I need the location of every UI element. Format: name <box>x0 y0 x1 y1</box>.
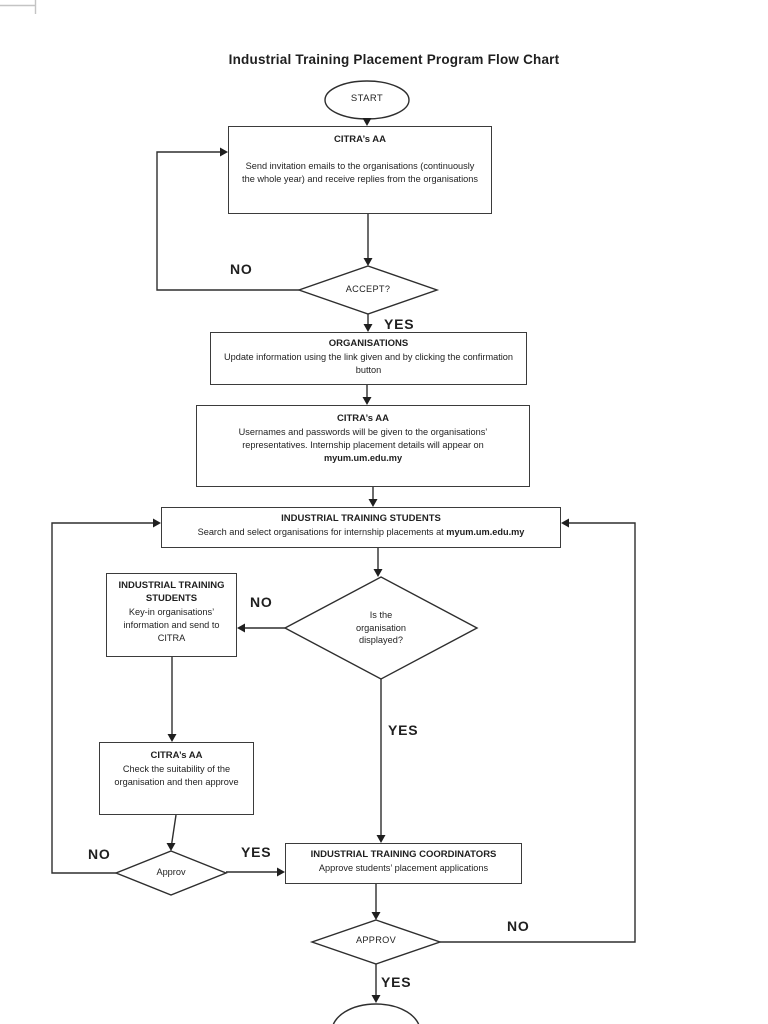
edge-label-accept-no: NO <box>230 261 253 277</box>
node-students-search-title: INDUSTRIAL TRAINING STUDENTS <box>281 513 441 524</box>
page-title: Industrial Training Placement Program Fl… <box>228 52 560 67</box>
node-students-search: INDUSTRIAL TRAINING STUDENTS Search and … <box>161 507 561 548</box>
arrowhead <box>363 324 373 332</box>
edge-label-accept-yes: YES <box>384 316 415 332</box>
edge-label-displayed-yes: YES <box>388 722 419 738</box>
node-coordinators: INDUSTRIAL TRAINING COORDINATORS Approve… <box>285 843 522 884</box>
edge-label-approve-left-yes: YES <box>241 844 272 860</box>
approve-left-decision-label: Approv <box>156 867 186 877</box>
arrowhead <box>277 867 285 877</box>
edge-label-displayed-no: NO <box>250 594 273 610</box>
node-students-search-body-text: Search and select organisations for inte… <box>197 527 447 537</box>
node-citra-invite-title: CITRA’s AA <box>333 134 387 145</box>
edge-approve-left-no-loop <box>51 522 153 874</box>
node-citra-accounts: CITRA’s AA Usernames and passwords will … <box>196 405 530 487</box>
node-citra-accounts-body: Usernames and passwords will be given to… <box>197 426 529 464</box>
arrowheads <box>153 118 569 1003</box>
node-students-search-body: Search and select organisations for inte… <box>162 526 560 539</box>
node-organisations: ORGANISATIONS Update information using t… <box>210 332 527 385</box>
arrowhead <box>376 835 386 843</box>
connector-lines <box>0 0 636 1024</box>
node-organisations-title: ORGANISATIONS <box>328 338 409 349</box>
node-coordinators-body: Approve students’ placement applications <box>318 863 489 873</box>
arrowhead <box>373 569 383 577</box>
edge-approve-bottom-no-loop <box>440 522 636 943</box>
node-coordinators-title: INDUSTRIAL TRAINING COORDINATORS <box>310 849 497 860</box>
arrowhead <box>362 118 372 126</box>
arrowhead <box>371 912 381 920</box>
node-students-keyin-body: Key-in organisations’ information and se… <box>123 607 220 643</box>
arrowhead <box>368 499 378 507</box>
arrowhead <box>371 995 381 1003</box>
node-citra-invite-body: Send invitation emails to the organisati… <box>242 161 478 184</box>
node-organisations-body: Update information using the link given … <box>223 352 514 375</box>
approve-bottom-decision-label: APPROV <box>355 935 397 945</box>
edge-label-approve-bottom-yes: YES <box>381 974 412 990</box>
approve-left-decision-shape <box>114 850 228 896</box>
arrowhead <box>220 147 228 157</box>
end-terminator-shape <box>332 1003 420 1024</box>
node-citra-check-body: Check the suitability of the organisatio… <box>114 764 239 787</box>
node-citra-accounts-body-url: myum.um.edu.my <box>323 452 403 463</box>
node-students-search-body-url: myum.um.edu.my <box>446 527 525 537</box>
edge-label-approve-left-no: NO <box>88 846 111 862</box>
arrowhead <box>561 518 569 528</box>
displayed-decision-label: Is the organisation displayed? <box>355 610 407 645</box>
edge-label-approve-bottom-no: NO <box>507 918 530 934</box>
edge-check-to-approve <box>171 814 177 844</box>
start-terminator-label: START <box>350 93 384 104</box>
node-citra-check: CITRA’s AA Check the suitability of the … <box>99 742 254 815</box>
arrowhead <box>153 518 161 528</box>
accept-decision-label: ACCEPT? <box>345 284 391 294</box>
node-citra-accounts-body-text: Usernames and passwords will be given to… <box>238 427 488 450</box>
node-students-keyin: INDUSTRIAL TRAINING STUDENTS Key-in orga… <box>106 573 237 657</box>
arrowhead <box>167 734 177 742</box>
arrowhead <box>166 843 176 851</box>
node-students-keyin-title: INDUSTRIAL TRAINING STUDENTS <box>118 580 225 604</box>
node-citra-accounts-title: CITRA’s AA <box>336 413 390 424</box>
node-citra-check-title: CITRA’s AA <box>150 750 203 761</box>
arrowhead <box>237 623 245 633</box>
arrowhead <box>362 397 372 405</box>
edge-accept-no-loop <box>156 151 299 291</box>
arrowhead <box>363 258 373 266</box>
node-citra-invite: CITRA’s AA Send invitation emails to the… <box>228 126 492 214</box>
